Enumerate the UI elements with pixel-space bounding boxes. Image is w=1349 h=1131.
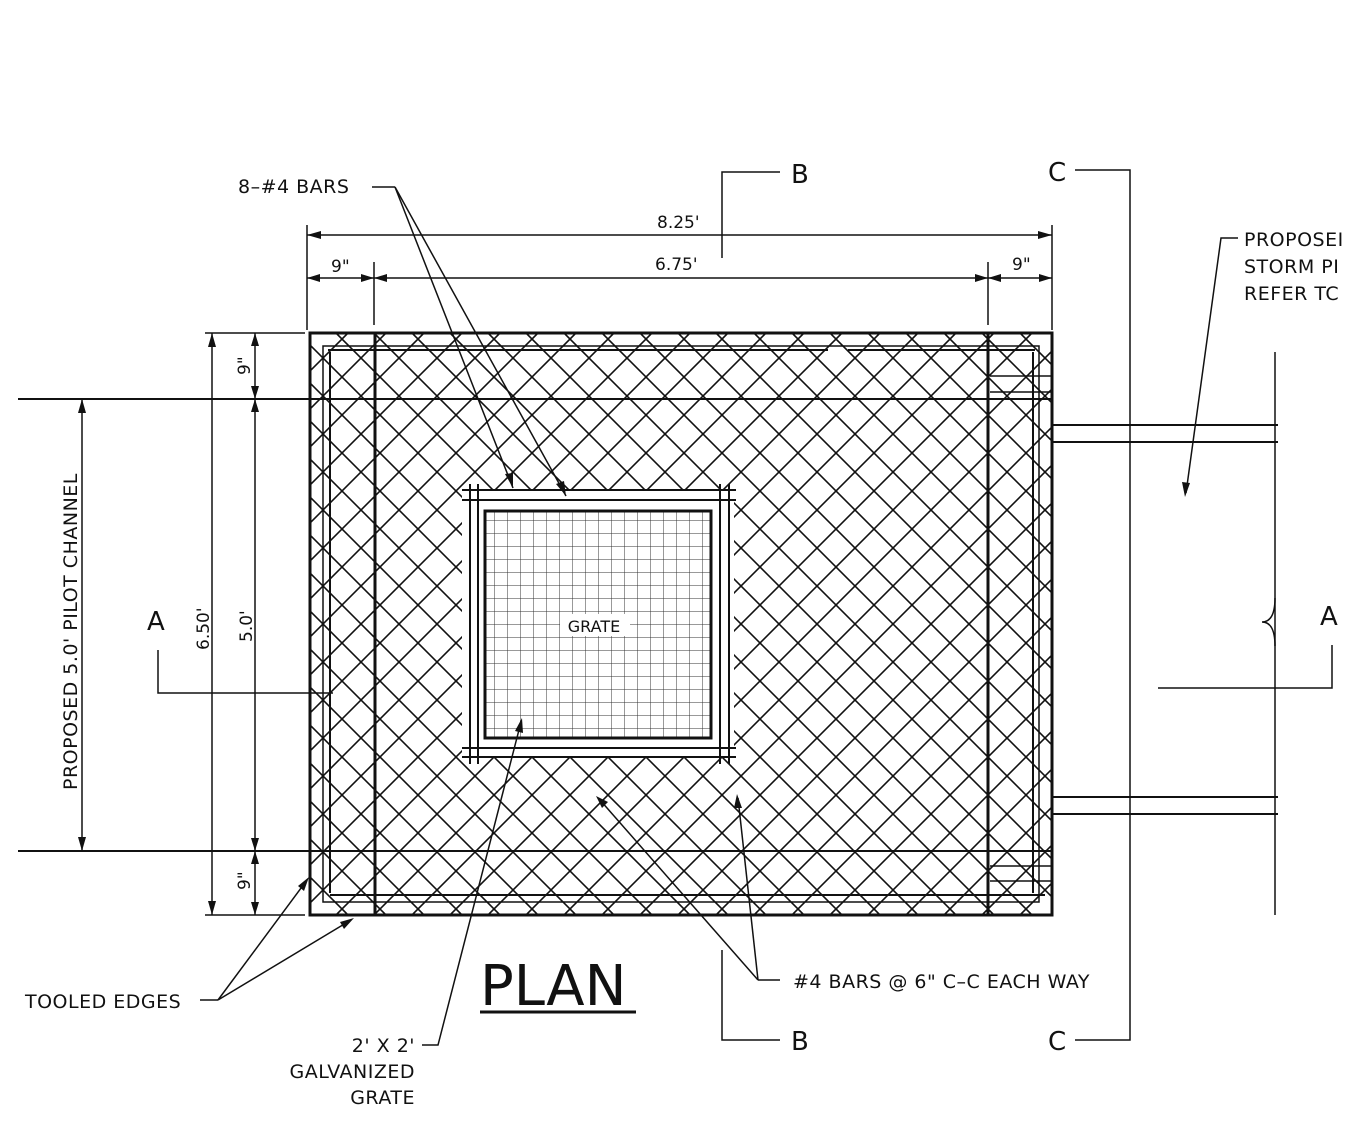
rebar-diagonal-4 xyxy=(310,799,425,915)
rebar-diagonal-45 xyxy=(310,333,577,601)
callout-labels: 8–#4 BARS #4 BARS @ 6" C–C EACH WAY TOOL… xyxy=(24,176,1344,1109)
section-b-bottom: B xyxy=(791,1027,809,1057)
section-markers: B B C C A A xyxy=(147,158,1338,1057)
rebar-diagonal-70 xyxy=(943,805,1052,915)
rebar-diagonal-65 xyxy=(753,615,1052,915)
rebar-diagonal-72 xyxy=(1019,881,1052,915)
rebar-diagonal-40 xyxy=(310,333,387,411)
grate-note-line1: 2' X 2' xyxy=(352,1035,415,1057)
dim-left-edge: 9" xyxy=(331,257,350,277)
tooled-edges-label: TOOLED EDGES xyxy=(24,991,181,1013)
rebar-diagonal-7 xyxy=(310,685,539,915)
dim-inner-width: 6.75' xyxy=(655,255,698,275)
storm-pipe xyxy=(1052,352,1278,915)
section-c-bottom: C xyxy=(1048,1027,1066,1057)
rebar-diagonal-36 xyxy=(1058,333,1349,915)
grate-label: GRATE xyxy=(568,617,620,636)
dim-overall-width: 8.25' xyxy=(657,213,700,233)
rebar-diagonal-61 xyxy=(601,463,1052,915)
rebar-diagonal-71 xyxy=(981,843,1052,915)
rebar-diagonal-30 xyxy=(829,333,1052,557)
rebar-diagonal-49 xyxy=(310,333,729,753)
rebar-diagonal-44 xyxy=(310,333,539,563)
bars-top-label: 8–#4 BARS xyxy=(238,176,349,198)
rebar-diagonal-6 xyxy=(310,723,501,915)
rebar-diagonal-58 xyxy=(487,349,1052,915)
rebar-diagonal-48 xyxy=(310,333,691,715)
dim-top-edge: 9" xyxy=(235,356,255,375)
rebar-diagonal-57 xyxy=(449,333,1033,915)
rebar-diagonal-0 xyxy=(0,333,272,915)
rebar-diagonal-34 xyxy=(981,333,1052,405)
rebar-diagonal-29 xyxy=(791,333,1052,595)
grate-note-line2: GALVANIZED xyxy=(290,1061,415,1083)
rebar-diagonal-47 xyxy=(310,333,653,677)
rebar-diagonal-66 xyxy=(791,653,1052,915)
rebar-diagonal-73 xyxy=(1058,333,1349,915)
storm-pipe-line2: STORM PI xyxy=(1244,256,1339,278)
rebar-diagonal-3 xyxy=(310,837,387,915)
rebar-diagonal-32 xyxy=(905,333,1052,481)
section-a-left: A xyxy=(147,607,165,637)
rebar-diagonal-2 xyxy=(310,875,349,915)
rebar-diagonal-37 xyxy=(0,333,272,915)
callout-leaders xyxy=(200,186,1238,1046)
rebar-diagonal-43 xyxy=(310,333,501,525)
plan-title-group: PLAN xyxy=(480,954,636,1019)
rebar-diagonal-62 xyxy=(639,501,1052,915)
rebar-diagonal-35 xyxy=(1019,333,1052,367)
rebar-diagonal-42 xyxy=(310,333,463,487)
rebar-diagonal-5 xyxy=(310,761,463,915)
rebar-diagonal-69 xyxy=(905,767,1052,915)
pilot-channel-lines xyxy=(18,398,1052,852)
grate-note-line3: GRATE xyxy=(350,1087,415,1109)
section-b-top: B xyxy=(791,160,809,190)
dim-overall-height: 6.50' xyxy=(194,607,214,650)
rebar-diagonal-67 xyxy=(829,691,1052,915)
rebar-diagonal-59 xyxy=(525,387,1052,915)
dim-inner-height: 5.0' xyxy=(237,610,257,642)
rebar-diagonal-33 xyxy=(943,333,1052,443)
vertical-dimensions: 6.50' 5.0' 9" 9" PROPOSED 5.0' PILOT CHA… xyxy=(60,332,305,916)
rebar-diagonal-41 xyxy=(310,333,425,449)
bars-bottom-label: #4 BARS @ 6" C–C EACH WAY xyxy=(793,971,1090,993)
rebar-diagonal-68 xyxy=(867,729,1052,915)
dim-right-edge: 9" xyxy=(1012,255,1031,275)
rebar-diagonal-63 xyxy=(677,539,1052,915)
rebar-diagonal-60 xyxy=(563,425,1052,915)
storm-pipe-line1: PROPOSEI xyxy=(1244,229,1344,251)
section-c-top: C xyxy=(1048,158,1066,188)
pilot-channel-label: PROPOSED 5.0' PILOT CHANNEL xyxy=(60,473,82,790)
section-a-right: A xyxy=(1320,602,1338,632)
rebar-diagonal-64 xyxy=(715,577,1052,915)
rebar-diagonal-8 xyxy=(310,647,577,915)
dim-bottom-edge: 9" xyxy=(235,871,255,890)
rebar-diagonal-39 xyxy=(310,333,349,373)
rebar-diagonal-31 xyxy=(867,333,1052,519)
galvanized-grate: GRATE xyxy=(462,484,736,764)
storm-pipe-line3: REFER TC xyxy=(1244,283,1339,305)
plan-title: PLAN xyxy=(480,954,626,1019)
